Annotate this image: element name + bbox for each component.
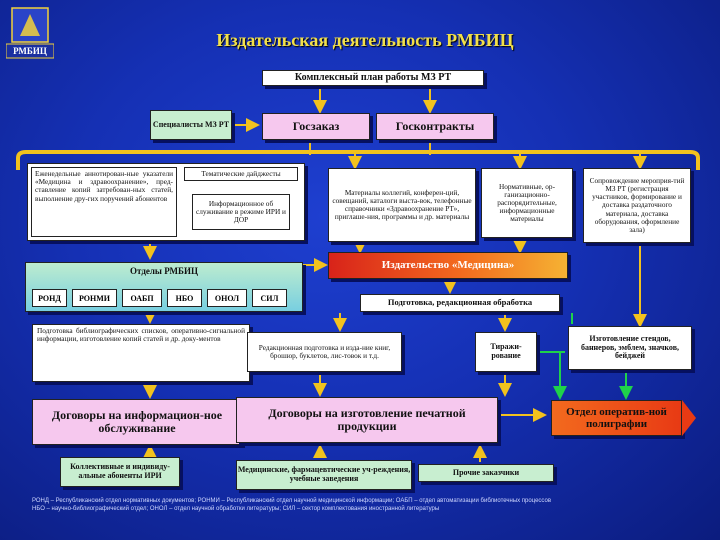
goszakaz-box: Госзаказ — [262, 113, 370, 140]
editorial-box: Редакционная подготовка и изда-ние книг,… — [247, 332, 402, 372]
dept-nbo: НБО — [167, 289, 202, 307]
logo-label: РМБИЦ — [13, 46, 47, 56]
publisher-box: Издательство «Медицина» — [328, 252, 568, 279]
goskontrakty-box: Госконтракты — [376, 113, 494, 140]
operative-dept-box: Отдел оператив-ной полиграфии — [551, 400, 682, 436]
contracts-info-box: Договоры на информацион-ное обслуживание — [32, 399, 242, 445]
dept-ronmi: РОНМИ — [72, 289, 117, 307]
stands-box: Изготовление стендов, баннеров, эмблем, … — [568, 326, 692, 370]
replication-box: Тиражи-рование — [475, 332, 537, 372]
weekly-box: Еженедельные аннотирован-ные указатели «… — [31, 167, 177, 237]
normative-box: Нормативные, ор-ганизационно-распорядите… — [481, 168, 573, 238]
events-box: Сопровождение мероприя-тий МЗ РТ (регист… — [583, 168, 691, 243]
logo-emblem-icon — [5, 7, 55, 59]
specialists-box: Специалисты МЗ РТ — [150, 110, 232, 140]
dept-rond: РОНД — [32, 289, 67, 307]
med-institutions-box: Медицинские, фармацевтические уч-реждени… — [236, 460, 412, 490]
rmbic-logo: РМБИЦ — [5, 6, 55, 60]
plan-box: Комплексный план работы МЗ РТ — [262, 70, 484, 86]
page-title: Издательская деятельность РМБИЦ — [216, 30, 514, 50]
dept-sil: СИЛ — [252, 289, 287, 307]
materials-box: Материалы коллегий, конферен-ций, совеща… — [328, 168, 476, 242]
biblio-box: Подготовка библиографических списков, оп… — [32, 324, 250, 382]
abbreviations-legend: РОНД – Республиканский отдел нормативных… — [32, 497, 702, 513]
operative-arrow-icon — [682, 400, 696, 436]
abbreviations-line-1: РОНД – Республиканский отдел нормативных… — [32, 498, 552, 504]
departments-title: Отделы РМБИЦ — [130, 266, 198, 276]
subscribers-box: Коллективные и индивиду-альные абоненты … — [60, 457, 180, 487]
preparation-box: Подготовка, редакционная обработка — [360, 294, 560, 312]
dept-oabp: ОАБП — [122, 289, 162, 307]
abbreviations-line-2: НБО – научно-библиографический отдел; ОН… — [32, 506, 440, 513]
digests-box: Тематические дайджесты — [184, 167, 298, 181]
info-service-box: Информационное об служивание в режиме ИР… — [192, 194, 290, 230]
contracts-print-box: Договоры на изготовление печатной продук… — [236, 397, 498, 443]
dept-onol: ОНОЛ — [207, 289, 247, 307]
other-customers-box: Прочие заказчики — [418, 464, 554, 482]
